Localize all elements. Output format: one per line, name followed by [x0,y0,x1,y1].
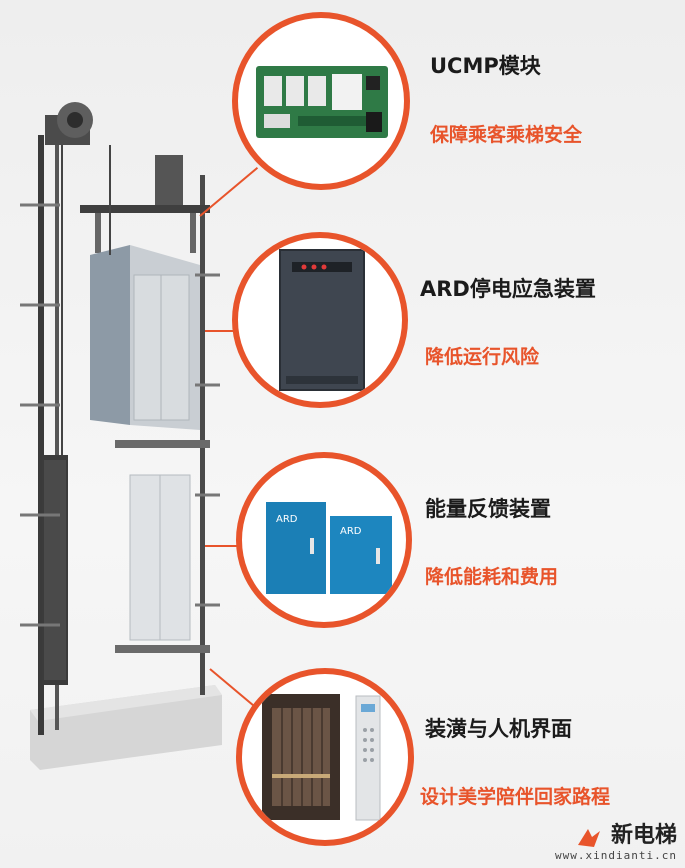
feature-3-title: 能量反馈装置 [425,497,551,521]
brand-name: 新电梯 [610,822,677,848]
brand-watermark: 新电梯 www.xindianti.cn [555,817,677,863]
feature-2-title: ARD停电应急装置 [420,277,596,301]
feature-1-title: UCMP模块 [430,54,541,78]
feature-1-desc: 保障乘客乘梯安全 [430,124,583,146]
brand-url: www.xindianti.cn [555,849,677,862]
elevator-interior-image [262,694,381,821]
feature-4-title: 装潢与人机界面 [425,717,572,741]
ard-image-circle [232,232,408,408]
ard-box-2-label: ARD [340,526,362,537]
brand-logo-icon [577,829,600,847]
feature-2-desc: 降低运行风险 [425,346,540,368]
feature-4-desc: 设计美学陪伴回家路程 [420,786,611,808]
ard-cabinet-image [279,249,365,391]
energy-feedback-boxes-image: ARD ARD [266,502,392,594]
connector-line-2 [205,330,240,332]
ard-box-1-label: ARD [276,514,298,525]
ucmp-board-image [256,66,388,138]
elevator-interior-image-circle [236,668,414,846]
ucmp-image-circle [232,12,410,190]
energy-feedback-image-circle: ARD ARD [236,452,412,628]
feature-3-desc: 降低能耗和费用 [425,566,559,588]
connector-line-3 [205,545,240,547]
elevator-shaft-illustration [20,102,222,770]
